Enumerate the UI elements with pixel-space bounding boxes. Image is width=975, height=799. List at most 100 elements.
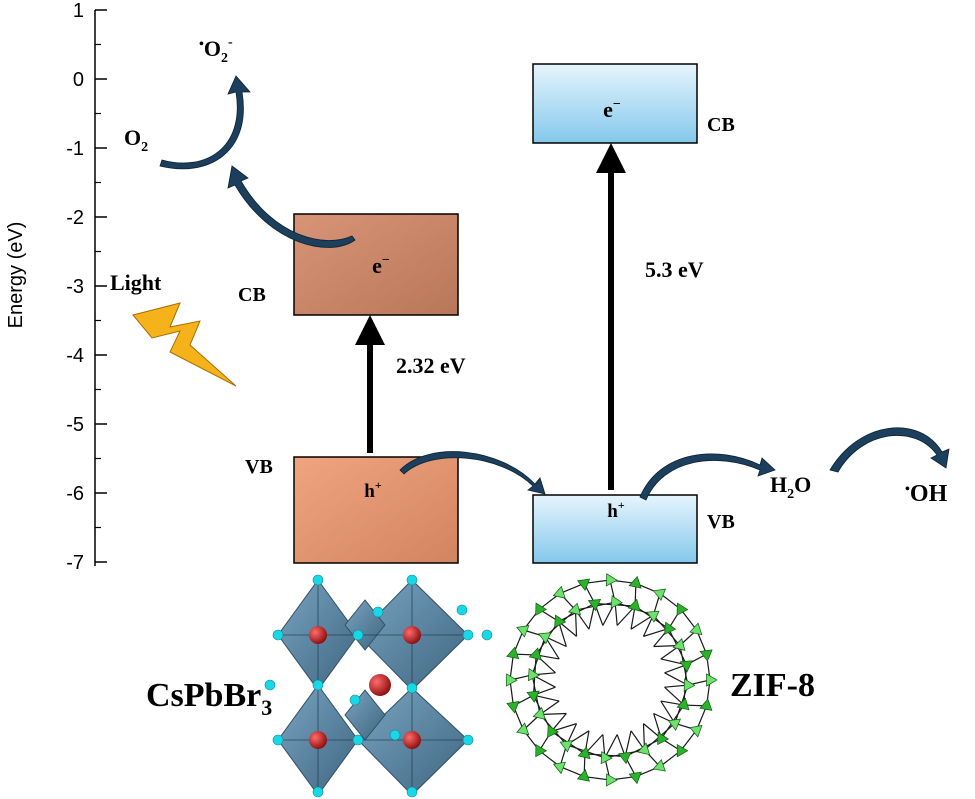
zif8-gap-label: 5.3 eV <box>645 257 704 282</box>
cspbbr3-valence-band <box>293 456 459 564</box>
zn-tetrahedron <box>628 575 642 589</box>
oxygen-molecule: O2 <box>124 125 148 155</box>
zn-tetrahedron <box>554 614 567 628</box>
zn-tetrahedron <box>552 761 566 775</box>
zn-tetrahedron <box>535 602 547 616</box>
axis-tick-label: -6 <box>66 483 84 505</box>
axis-tick-label: -2 <box>66 207 84 229</box>
zn-tetrahedron <box>506 646 520 660</box>
cspbbr3-crystal-structure: CsPbBr3 <box>146 574 493 798</box>
axis-tick-label: -7 <box>66 552 84 574</box>
axis-tick-label: 0 <box>73 69 84 91</box>
axis-tick-label: 1 <box>73 0 84 22</box>
br-atom <box>462 629 474 641</box>
zn-tetrahedron <box>618 751 632 765</box>
zn-tetrahedron <box>652 759 666 772</box>
br-atom <box>352 629 364 641</box>
zn-tetrahedron <box>506 673 518 687</box>
zif8-cb-label: CB <box>707 114 735 136</box>
cspbbr3-cb-label: CB <box>238 284 266 306</box>
cs-atom <box>309 731 327 749</box>
cs-atom <box>403 731 421 749</box>
superoxide-radical: •O2- <box>199 35 233 66</box>
cspbbr3-cb-electron: e− <box>372 253 390 278</box>
light-source: Light <box>110 270 237 387</box>
axis-tick-label: -1 <box>66 138 84 160</box>
zn-tetrahedron <box>672 638 686 651</box>
zn-tetrahedron <box>538 632 552 645</box>
zn-tetrahedron <box>506 701 520 714</box>
zif8-vb-label: VB <box>707 511 735 533</box>
o2-reduction-arrow <box>159 75 251 170</box>
zn-tetrahedron <box>559 740 573 753</box>
zn-tetrahedron <box>667 718 681 731</box>
zn-tetrahedron <box>516 722 530 736</box>
br-atom <box>406 682 418 694</box>
zn-tetrahedron <box>627 598 641 612</box>
zn-tetrahedron <box>637 742 651 756</box>
cspbbr3-vb-hole: h+ <box>364 478 382 502</box>
br-atom <box>312 574 324 586</box>
zn-tetrahedron <box>527 667 540 682</box>
zn-tetrahedron <box>535 743 548 758</box>
cspbbr3-gap-label: 2.32 eV <box>396 353 466 378</box>
br-atom <box>456 604 468 616</box>
cs-atom <box>309 626 327 644</box>
br-atom <box>312 679 324 691</box>
cspbbr3-vb-label: VB <box>245 456 273 478</box>
zn-tetrahedron <box>606 773 618 787</box>
zn-tetrahedron <box>657 731 670 746</box>
zn-tetrahedron <box>699 649 713 662</box>
zn-tetrahedron <box>652 588 667 601</box>
br-atom <box>272 629 284 641</box>
hole-transfer-arrow <box>399 451 546 495</box>
energy-axis: 10-1-2-3-4-5-6-7 Energy (eV) <box>5 0 107 574</box>
axis-tick-label: -3 <box>66 276 84 298</box>
br-atom <box>352 734 364 746</box>
lightning-icon <box>132 302 237 387</box>
br-atom <box>264 679 276 691</box>
zn-tetrahedron <box>600 750 613 765</box>
light-label: Light <box>110 270 162 295</box>
zn-tetrahedron <box>552 585 566 599</box>
br-atom <box>389 729 401 741</box>
zn-tetrahedron <box>676 697 690 711</box>
zn-tetrahedron <box>706 673 718 687</box>
br-atom <box>272 734 284 746</box>
zn-tetrahedron <box>628 771 642 785</box>
zn-tetrahedron <box>576 769 590 782</box>
zif8-bands: e− h+ CB VB 5.3 eV <box>532 63 735 564</box>
br-atom <box>462 734 474 746</box>
zn-tetrahedron <box>689 725 703 738</box>
zif8-vb-hole: h+ <box>607 498 625 522</box>
axis-tick-label: -4 <box>66 345 84 367</box>
br-atom <box>349 694 361 706</box>
cs-atom <box>403 626 421 644</box>
cspbbr3-name: CsPbBr3 <box>146 677 272 720</box>
zn-tetrahedron <box>547 724 559 738</box>
br-atom <box>372 606 384 618</box>
electron-transfer-arrow <box>227 165 356 248</box>
chemical-species: •O2- O2 H2O •OH <box>124 35 948 507</box>
zn-tetrahedron <box>526 690 540 703</box>
br-atom <box>406 574 418 586</box>
cs-atom <box>369 674 391 696</box>
zif8-name: ZIF-8 <box>730 667 815 704</box>
h2o-oxidation-arrow <box>639 453 776 501</box>
zn-tetrahedron <box>528 647 542 661</box>
zn-tetrahedron <box>683 678 696 692</box>
charge-transfer-arrows <box>159 75 950 501</box>
axis-ticks: 10-1-2-3-4-5-6-7 <box>66 0 107 574</box>
br-atom <box>481 629 493 641</box>
cspbbr3-bands: e− h+ CB VB 2.32 eV <box>238 213 466 564</box>
cspbbr3-conduction-band <box>293 213 459 316</box>
zif8-valence-band <box>532 494 698 564</box>
zn-tetrahedron <box>577 746 591 760</box>
zn-tetrahedron <box>646 610 660 623</box>
zn-tetrahedron <box>568 602 582 616</box>
zif8-nodes <box>506 573 718 787</box>
br-atom <box>312 786 324 798</box>
zn-tetrahedron <box>605 573 618 587</box>
zif8-crystal-structure: ZIF-8 <box>506 573 815 787</box>
zn-tetrahedron <box>679 660 693 673</box>
